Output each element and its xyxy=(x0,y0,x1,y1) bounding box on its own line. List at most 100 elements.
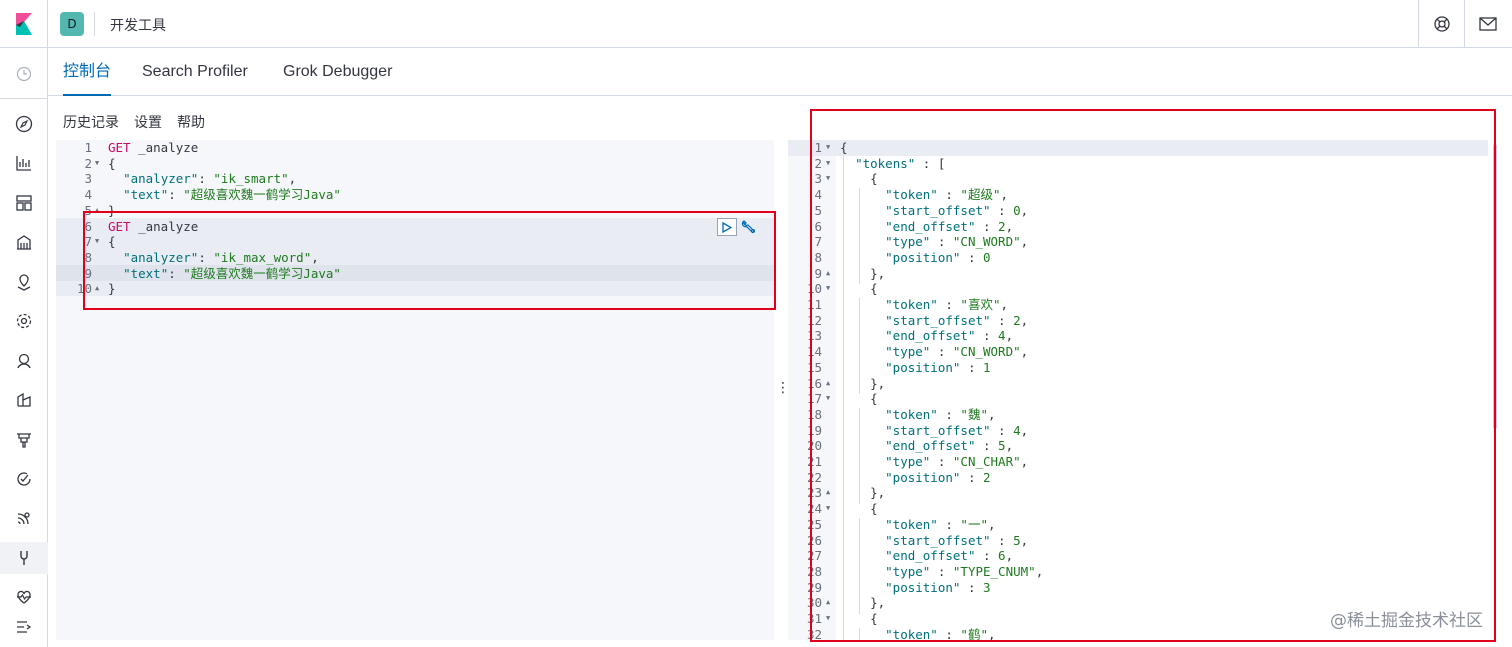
code-line: { xyxy=(840,501,878,517)
top-header: D 开发工具 xyxy=(48,0,1512,48)
help-icon[interactable] xyxy=(1418,0,1464,48)
code-line: { xyxy=(108,155,116,171)
line-number: 26 xyxy=(806,532,822,548)
collapse-icon[interactable] xyxy=(0,611,48,643)
fold-toggle-icon[interactable]: ▼ xyxy=(826,394,831,403)
mail-icon[interactable] xyxy=(1464,0,1510,48)
fold-toggle-icon[interactable]: ▼ xyxy=(826,614,831,622)
code-line: }, xyxy=(840,485,886,501)
fold-toggle-icon[interactable]: ▼ xyxy=(826,284,831,293)
line-number: 21 xyxy=(806,454,822,469)
line-number: 1 xyxy=(84,140,92,155)
fold-toggle-icon[interactable]: ▲ xyxy=(826,488,831,497)
uptime-icon[interactable] xyxy=(0,463,48,495)
code-line: "start_offset" : 0, xyxy=(885,202,1029,218)
response-body xyxy=(836,140,1500,640)
code-line: "tokens" : [ xyxy=(855,155,946,171)
code-line: { xyxy=(840,171,878,187)
response-viewer: 1▼{2▼ "tokens" : [3▼ {4 "token" : "超级",5… xyxy=(788,140,1500,642)
ml-icon[interactable] xyxy=(0,305,48,337)
code-line: "type" : "CN_CHAR", xyxy=(885,454,1029,469)
indent-guide xyxy=(859,518,860,614)
dashboard-icon[interactable] xyxy=(0,187,48,219)
tab-search-profiler[interactable]: Search Profiler xyxy=(142,63,248,80)
chart-icon[interactable] xyxy=(0,147,48,179)
line-number: 25 xyxy=(806,516,822,532)
fold-toggle-icon[interactable]: ▼ xyxy=(826,143,831,151)
canvas-icon[interactable] xyxy=(0,226,48,258)
line-number: 2 xyxy=(814,155,822,171)
code-line: { xyxy=(840,281,878,297)
fold-toggle-icon[interactable]: ▼ xyxy=(826,158,831,167)
line-number: 12 xyxy=(806,312,822,328)
indent-guide xyxy=(859,298,860,394)
apm-icon[interactable] xyxy=(0,424,48,456)
fold-toggle-icon[interactable]: ▲ xyxy=(826,378,831,387)
indent-guide xyxy=(859,408,860,504)
siem-icon[interactable] xyxy=(0,502,48,534)
code-line: "token" : "魏", xyxy=(885,406,996,422)
pane-resizer[interactable]: ⋮ xyxy=(776,380,790,396)
response-gutter xyxy=(788,140,836,640)
monitoring-icon[interactable] xyxy=(0,581,48,613)
fold-toggle-icon[interactable]: ▲ xyxy=(95,284,100,293)
help-link[interactable]: 帮助 xyxy=(177,115,205,131)
code-line: GET _analyze xyxy=(108,218,199,234)
fold-toggle-icon[interactable]: ▼ xyxy=(826,174,831,183)
fold-toggle-icon[interactable]: ▼ xyxy=(826,504,831,513)
line-number: 9 xyxy=(814,265,822,281)
code-line: "end_offset" : 5, xyxy=(885,438,1014,454)
console-menu: 历史记录 设置 帮助 xyxy=(48,96,788,140)
line-number: 28 xyxy=(806,563,822,579)
code-line: "position" : 0 xyxy=(885,249,991,265)
line-number: 10 xyxy=(76,281,92,297)
code-line: "analyzer": "ik_max_word", xyxy=(123,249,319,265)
code-line: "position" : 3 xyxy=(885,579,991,595)
line-number: 29 xyxy=(806,579,822,595)
tab-console[interactable]: 控制台 xyxy=(63,48,112,96)
code-line: GET _analyze xyxy=(108,140,199,155)
code-line: "end_offset" : 4, xyxy=(885,328,1014,344)
wrench-icon[interactable] xyxy=(739,218,759,236)
fold-toggle-icon[interactable]: ▲ xyxy=(95,205,100,214)
fold-toggle-icon[interactable]: ▲ xyxy=(826,268,831,277)
code-line: "text": "超级喜欢魏一鹤学习Java" xyxy=(123,187,341,203)
line-number: 24 xyxy=(806,501,822,517)
kibana-logo-icon[interactable] xyxy=(0,0,48,48)
fold-toggle-icon[interactable]: ▲ xyxy=(826,598,831,607)
code-line: "analyzer": "ik_smart", xyxy=(123,171,297,187)
maps-icon[interactable] xyxy=(0,266,48,298)
response-scrollbar[interactable] xyxy=(1493,144,1497,429)
line-number: 27 xyxy=(806,548,822,564)
nav-separator xyxy=(0,98,48,99)
logs-icon[interactable] xyxy=(0,384,48,416)
fold-toggle-icon[interactable]: ▼ xyxy=(95,158,100,167)
clock-icon[interactable] xyxy=(0,58,48,90)
metrics-icon[interactable] xyxy=(0,345,48,377)
code-line: { xyxy=(840,140,848,155)
watermark: @稀土掘金技术社区 xyxy=(1330,611,1483,631)
line-number: 18 xyxy=(806,406,822,422)
response-first-line-highlight xyxy=(788,140,1488,156)
line-number: 2 xyxy=(84,155,92,171)
fold-toggle-icon[interactable]: ▼ xyxy=(95,237,100,246)
code-line: "token" : "喜欢", xyxy=(885,297,1009,312)
tab-grok-debugger[interactable]: Grok Debugger xyxy=(283,63,393,80)
indent-guide xyxy=(843,156,844,640)
code-line: "token" : "超级", xyxy=(885,187,1009,203)
history-link[interactable]: 历史记录 xyxy=(63,115,119,131)
line-number: 3 xyxy=(84,171,92,187)
space-avatar[interactable]: D xyxy=(60,12,84,36)
compass-icon[interactable] xyxy=(0,108,48,140)
send-request-button[interactable] xyxy=(717,218,737,236)
line-number: 30 xyxy=(806,595,822,611)
side-nav xyxy=(0,0,48,647)
code-line: { xyxy=(840,391,878,407)
dev-tools-icon[interactable] xyxy=(0,542,48,574)
line-number: 1 xyxy=(814,140,822,155)
code-line: "token" : "鹤", xyxy=(885,626,996,642)
request-body[interactable] xyxy=(104,140,774,640)
code-line: "end_offset" : 6, xyxy=(885,548,1014,564)
settings-link[interactable]: 设置 xyxy=(134,115,162,131)
